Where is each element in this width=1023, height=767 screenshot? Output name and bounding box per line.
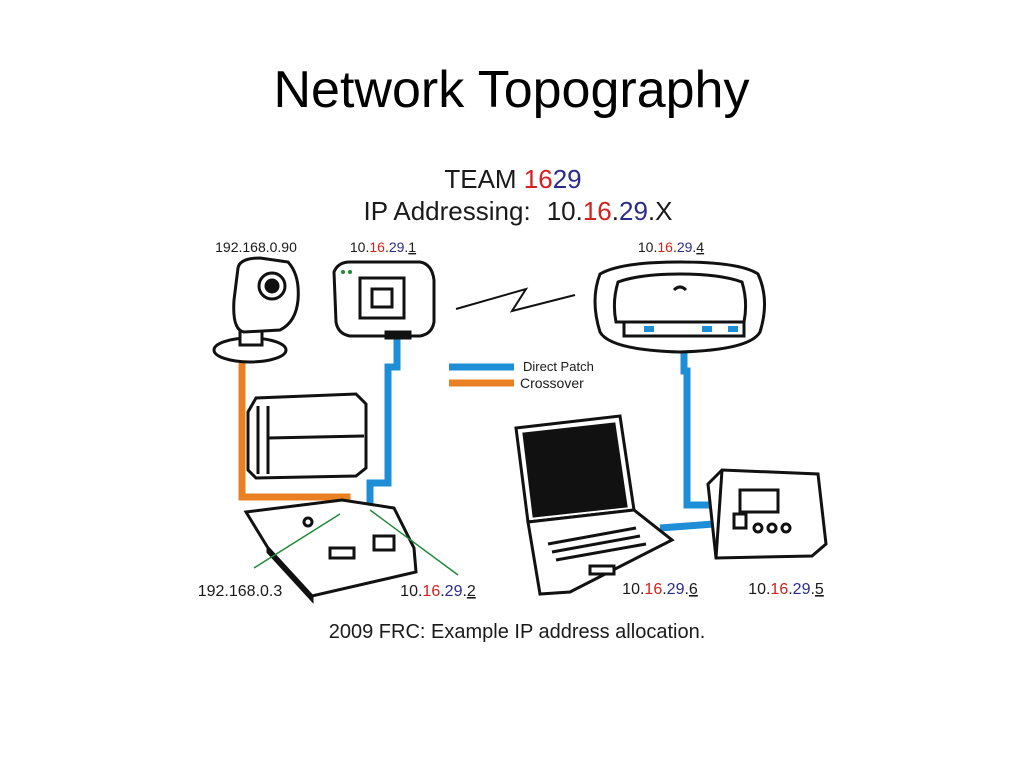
ip-addressing-label: IP Addressing:10.16.29.X [364, 196, 673, 226]
pointer-line-left [253, 513, 341, 569]
team-label: TEAM 1629 [444, 164, 581, 194]
camera-ip-label: 192.168.0.90 [215, 239, 297, 255]
laptop-icon [514, 414, 675, 596]
control-box-ip-label: 10.16.29.5 [748, 581, 824, 598]
team-number-red: 16 [524, 164, 553, 194]
router-icon [593, 260, 766, 354]
crio-icon [243, 392, 418, 604]
crio-ip-left-label: 192.168.0.3 [198, 583, 283, 600]
bridge-icon [332, 260, 436, 340]
legend-crossover-label: Crossover [520, 375, 584, 391]
camera-icon [212, 256, 300, 364]
router-ip-label: 10.16.29.4 [638, 239, 704, 255]
control-box-icon [706, 468, 828, 560]
direct-patch-cable-bridge [366, 338, 401, 508]
slide-title: Network Topography [273, 61, 750, 119]
team-number-blue: 29 [553, 164, 582, 194]
pointer-line-right [369, 509, 459, 576]
direct-patch-cable-router [680, 345, 714, 509]
wireless-link-icon [455, 287, 576, 313]
diagram-caption: 2009 FRC: Example IP address allocation. [329, 621, 706, 643]
legend-direct-patch-label: Direct Patch [523, 359, 594, 374]
direct-patch-cable-laptop [659, 520, 715, 532]
laptop-ip-label: 10.16.29.6 [622, 581, 698, 598]
bridge-ip-label: 10.16.29.1 [350, 239, 416, 255]
crio-ip-right-label: 10.16.29.2 [400, 583, 476, 600]
